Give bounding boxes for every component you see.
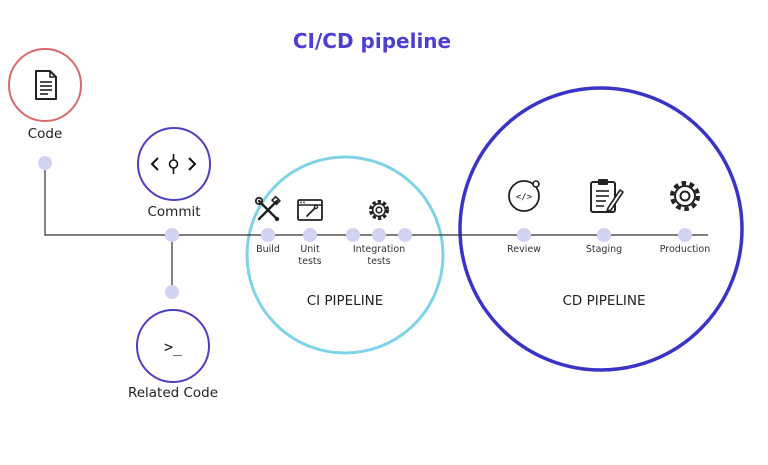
diagram-title: CI/CD pipeline — [293, 29, 451, 53]
code-circle — [8, 48, 82, 122]
related-code-circle — [136, 309, 210, 383]
build-dot — [261, 228, 275, 242]
staging-label: Staging — [586, 244, 622, 255]
integration-tests-dot — [372, 228, 386, 242]
ci-pipeline-label: CI PIPELINE — [307, 293, 384, 309]
ci-step-dot — [398, 228, 412, 242]
commit-circle — [137, 127, 211, 201]
commit-node: Commit — [137, 127, 211, 220]
review-dot — [517, 228, 531, 242]
code-dot — [38, 156, 52, 170]
review-label: Review — [507, 244, 541, 255]
cd-pipeline-label: CD PIPELINE — [562, 293, 645, 309]
unit-tests-label-line2: tests — [298, 256, 321, 267]
related-code-dot — [165, 285, 179, 299]
code-node: Code — [8, 48, 82, 142]
ci-pipeline-circle — [245, 155, 445, 355]
staging-dot — [597, 228, 611, 242]
ci-step-dot — [346, 228, 360, 242]
related-code-node: >_ Related Code — [128, 309, 218, 401]
integration-tests-label-line1: Integration — [353, 244, 405, 255]
build-label: Build — [256, 244, 280, 255]
document-icon — [35, 70, 57, 100]
unit-tests-label-line1: Unit — [300, 244, 320, 255]
unit-tests-dot — [303, 228, 317, 242]
clipboard-icon — [590, 179, 624, 213]
commit-icon — [150, 154, 197, 174]
production-dot — [678, 228, 692, 242]
main-flow-line — [44, 163, 708, 236]
integration-tests-label-line2: tests — [367, 256, 390, 267]
related-code-label: Related Code — [128, 385, 218, 401]
gear-icon — [369, 200, 389, 220]
production-label: Production — [660, 244, 711, 255]
code-bubble-icon: </> — [508, 180, 540, 212]
commit-dot — [165, 228, 179, 242]
commit-label: Commit — [147, 204, 200, 220]
terminal-icon: >_ — [164, 338, 183, 356]
cd-pipeline-circle — [458, 86, 744, 372]
gear-icon — [670, 181, 700, 211]
tools-icon — [254, 195, 282, 222]
browser-icon — [297, 199, 323, 221]
code-label: Code — [28, 126, 63, 142]
svg-text:</>: </> — [516, 193, 533, 203]
